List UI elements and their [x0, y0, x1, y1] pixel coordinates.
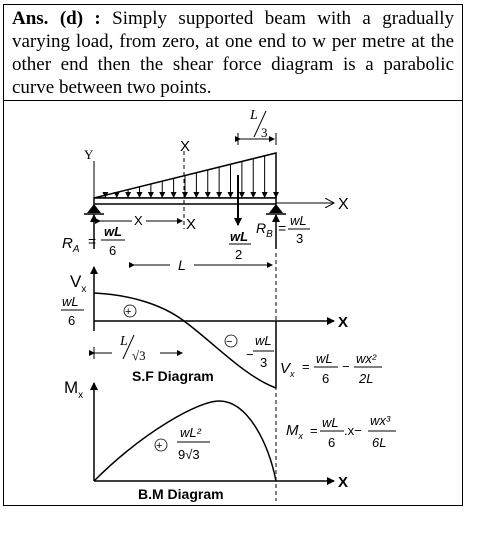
left-support [87, 204, 101, 213]
sf-minus-sign: − [226, 336, 232, 348]
resultant-num: wL [230, 229, 248, 244]
rb-label: RB [256, 220, 273, 240]
beam-loading-diagram: Y X X X X [62, 108, 349, 501]
l-third-num: L [249, 108, 258, 123]
bm-max-den: 9√3 [178, 447, 200, 462]
beam [93, 197, 277, 205]
sf-zero-den: √3 [132, 348, 146, 363]
sf-eq-t2-num: wx² [356, 351, 377, 366]
sf-min-den: 3 [260, 355, 267, 370]
sf-plus-circle [123, 304, 137, 318]
bm-eq-t1-den: 6 [328, 435, 335, 450]
sf-zero-slash [122, 334, 135, 360]
rb-equals: = [278, 220, 286, 236]
load-arrows [102, 153, 279, 198]
bm-x-label: X [338, 474, 348, 491]
right-support [269, 204, 283, 213]
shear-force-diagram: Vx wL 6 X + − − wL 3 L [61, 266, 382, 389]
bm-eq-t2-num: wx³ [370, 413, 391, 428]
sf-x-label: X [338, 314, 348, 331]
bm-title: B.M Diagram [138, 486, 224, 502]
sf-title: S.F Diagram [132, 368, 214, 384]
beam-figure: Y X X X X [61, 108, 396, 502]
sf-zero-num: L [119, 334, 128, 349]
ra-label: RA [62, 235, 80, 255]
sf-plus-sign: + [125, 306, 131, 318]
bm-max-num: wL² [180, 425, 202, 440]
resultant-den: 2 [235, 247, 242, 262]
bm-plus-sign: + [156, 440, 162, 452]
ra-equals: = [88, 233, 96, 249]
x-axis-label: X [338, 196, 349, 213]
y-axis-label: Y [84, 147, 94, 162]
sf-eq-minus: − [342, 359, 350, 374]
sf-eq-equals: = [302, 359, 310, 374]
rb-den: 3 [296, 231, 303, 246]
bm-eq-mid: .x− [344, 423, 362, 438]
sf-minus-circle [224, 334, 238, 348]
sf-eq-t1-num: wL [316, 351, 333, 366]
bm-axis-label: Mx [64, 378, 83, 401]
bending-moment-diagram: Mx X + wL² 9√3 B.M Diagram Mx = wL 6 .x−… [64, 378, 396, 502]
sf-max-den: 6 [68, 313, 75, 328]
rb-num: wL [290, 213, 307, 228]
answer-body: Simply supported beam with a gradually v… [12, 8, 454, 98]
sf-eq-lhs: Vx [280, 360, 295, 379]
sf-axis-label: Vx [70, 272, 86, 295]
l-third-den: 3 [261, 125, 268, 140]
bm-eq-lhs: Mx [286, 422, 304, 441]
bm-curve [93, 400, 277, 482]
bm-eq-t2-den: 6L [372, 435, 386, 450]
bm-eq-equals: = [310, 423, 318, 438]
sf-eq-t1-den: 6 [322, 371, 329, 386]
section-label-top: X [180, 138, 190, 155]
ra-num: wL [104, 224, 122, 239]
x-dimension-label: X [134, 213, 143, 228]
answer-card: Ans. (d) : Simply supported beam with a … [3, 4, 463, 506]
answer-text-block: Ans. (d) : Simply supported beam with a … [4, 5, 462, 101]
section-label-bottom: X [186, 216, 196, 233]
sf-curve [93, 292, 277, 389]
span-label: L [178, 257, 186, 273]
figure-panel: Y X X X X [4, 101, 462, 507]
sf-eq-t2-den: 2L [358, 371, 373, 386]
bm-plus-circle [154, 438, 168, 452]
l-third-slash [253, 110, 267, 138]
bm-eq-t1-num: wL [322, 415, 339, 430]
sf-min-sign: − [246, 347, 254, 362]
answer-label: Ans. (d) : [12, 8, 101, 29]
sf-min-num: wL [255, 333, 272, 348]
ra-den: 6 [109, 243, 116, 258]
sf-max-num: wL [62, 294, 79, 309]
